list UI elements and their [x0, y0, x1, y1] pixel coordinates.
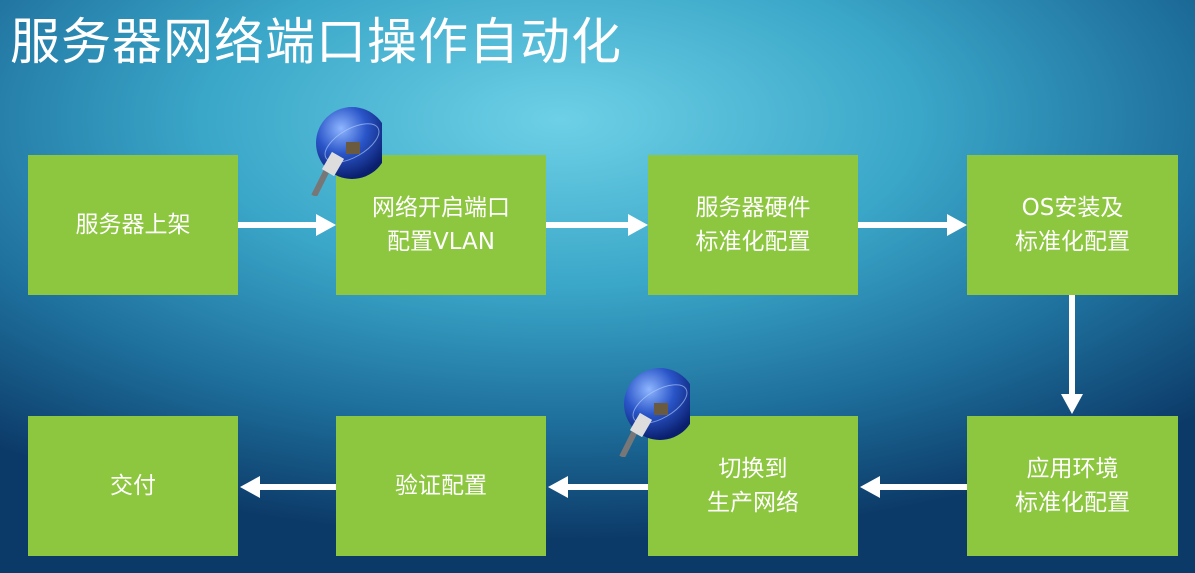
- network-globe-icon: [311, 107, 382, 196]
- arrow-down: [1061, 295, 1083, 414]
- arrow-left-2: [548, 476, 648, 498]
- step-label: OS安装及: [1021, 195, 1124, 221]
- step-verify-config: 验证配置: [336, 416, 546, 556]
- step-label: 标准化配置: [1015, 229, 1130, 255]
- arrow-left-3: [240, 476, 336, 498]
- arrow-left-1: [860, 476, 967, 498]
- step-network-port-vlan: 网络开启端口配置VLAN: [336, 155, 546, 295]
- step-label: 配置VLAN: [386, 229, 495, 255]
- slide-title: 服务器网络端口操作自动化: [10, 13, 622, 71]
- step-label: 网络开启端口: [372, 195, 510, 221]
- arrow-right-3: [858, 214, 967, 236]
- step-label: 生产网络: [707, 490, 799, 516]
- arrow-right-2: [546, 214, 648, 236]
- step-os-install: OS安装及标准化配置: [967, 155, 1178, 295]
- step-label: 验证配置: [395, 473, 487, 499]
- step-label: 应用环境: [1026, 456, 1119, 482]
- network-globe-icon: [619, 368, 690, 457]
- step-label: 切换到: [718, 456, 788, 482]
- step-hardware-config: 服务器硬件标准化配置: [648, 155, 858, 295]
- step-switch-production: 切换到生产网络: [648, 416, 858, 556]
- step-app-env: 应用环境标准化配置: [967, 416, 1178, 556]
- arrow-right-1: [238, 214, 336, 236]
- step-label: 标准化配置: [695, 229, 811, 255]
- step-label: 服务器上架: [75, 212, 191, 238]
- step-label: 服务器硬件: [695, 195, 811, 221]
- step-label: 标准化配置: [1015, 490, 1130, 516]
- step-delivery: 交付: [28, 416, 238, 556]
- step-label: 交付: [110, 473, 156, 499]
- step-server-racking: 服务器上架: [28, 155, 238, 295]
